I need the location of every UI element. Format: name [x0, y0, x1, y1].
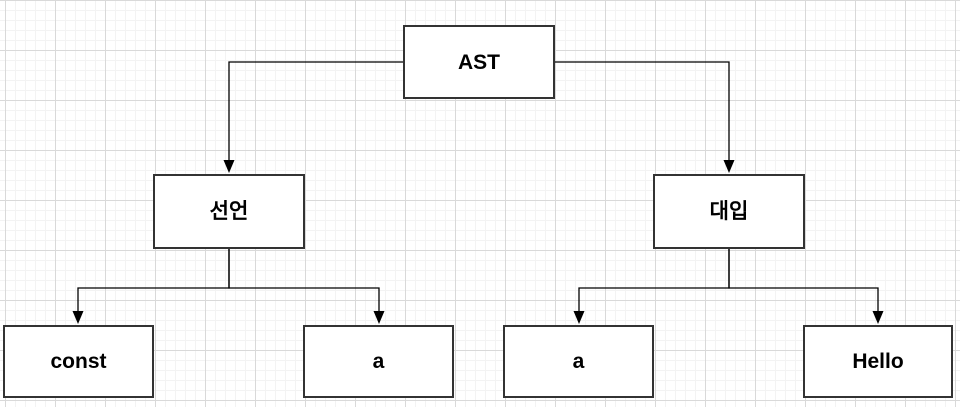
arrowhead-daeip-to-a [573, 311, 585, 324]
edge-seoneon-to-a[interactable] [228, 249, 380, 311]
arrowhead-daeip-to-hello [872, 311, 884, 324]
edge-ast-to-seoneon[interactable] [228, 61, 403, 160]
node-label-a-left: a [372, 350, 385, 373]
node-a-right[interactable]: a [503, 325, 654, 398]
edge-daeip-to-hello[interactable] [728, 249, 879, 311]
node-label-hello: Hello [852, 350, 904, 373]
edge-ast-to-daeip[interactable] [555, 61, 730, 160]
node-const[interactable]: const [3, 325, 154, 398]
node-label-ast: AST [458, 50, 500, 74]
node-daeip[interactable]: 대입 [653, 174, 805, 249]
edge-daeip-to-a[interactable] [578, 249, 730, 311]
arrowhead-ast-to-seoneon [223, 160, 235, 173]
arrowhead-seoneon-to-const [72, 311, 84, 324]
arrowhead-seoneon-to-a [373, 311, 385, 324]
arrowhead-ast-to-daeip [723, 160, 735, 173]
node-label-seoneon: 선언 [209, 200, 249, 223]
node-label-a-right: a [572, 350, 585, 373]
edge-seoneon-to-const[interactable] [77, 249, 230, 311]
node-seoneon[interactable]: 선언 [153, 174, 305, 249]
node-label-daeip: 대입 [709, 200, 749, 223]
node-a-left[interactable]: a [303, 325, 454, 398]
node-label-const: const [50, 350, 107, 373]
node-ast[interactable]: AST [403, 25, 555, 99]
node-hello[interactable]: Hello [803, 325, 953, 398]
